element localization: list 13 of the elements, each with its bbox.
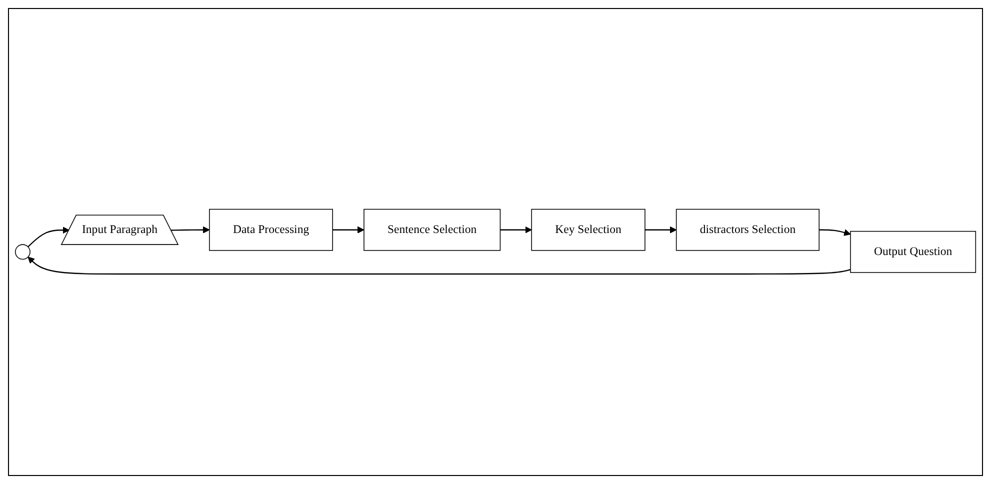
- arrow: [171, 226, 210, 234]
- arrow: [28, 257, 851, 275]
- arrow: [332, 226, 364, 234]
- arrow: [500, 226, 532, 234]
- node-circle: [14, 244, 30, 260]
- arrow: [819, 230, 851, 236]
- node-box: Key Selection: [531, 209, 646, 252]
- node-box: distractors Selection: [676, 209, 820, 252]
- arrow: [644, 226, 677, 234]
- arrow: [28, 227, 70, 248]
- node-box: Data Processing: [209, 209, 333, 252]
- node-box: Output Question: [850, 231, 976, 274]
- node-box: Sentence Selection: [364, 209, 501, 252]
